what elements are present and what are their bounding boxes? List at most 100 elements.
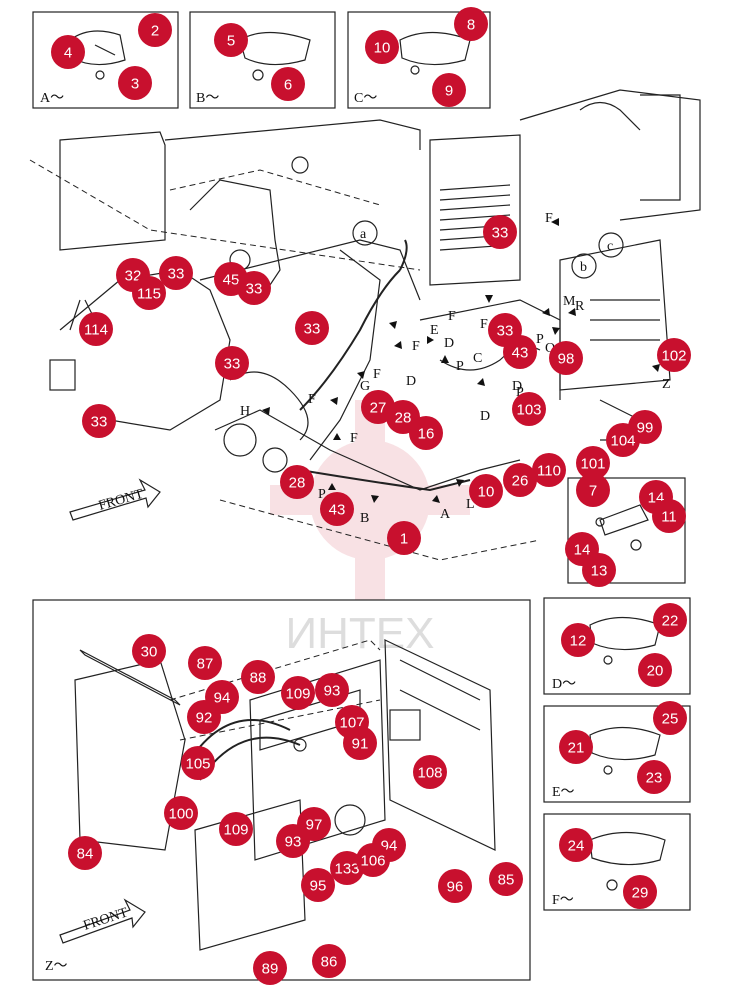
callout-circle: [653, 603, 687, 637]
callout-circle: [253, 951, 287, 985]
callout-43: 43: [503, 335, 537, 369]
callout-25: 25: [653, 701, 687, 735]
callout-number: 92: [196, 710, 213, 727]
callout-number: 22: [662, 613, 679, 630]
callout-102: 102: [657, 338, 691, 372]
letter-p: P: [516, 385, 524, 400]
callout-number: 43: [329, 502, 346, 519]
letter-d: D: [480, 409, 490, 424]
callout-number: 94: [214, 690, 231, 707]
callout-103: 103: [512, 392, 546, 426]
callout-number: 101: [580, 456, 605, 473]
callout-number: 6: [284, 77, 292, 94]
callout-20: 20: [638, 653, 672, 687]
callout-number: 32: [125, 268, 142, 285]
callout-circle: [164, 796, 198, 830]
callout-circle: [438, 869, 472, 903]
callout-circle: [281, 676, 315, 710]
callout-number: 9: [445, 83, 453, 100]
callout-95: 95: [301, 868, 335, 902]
callout-circle: [365, 30, 399, 64]
callout-number: 45: [223, 272, 240, 289]
letter-m: M: [563, 294, 576, 309]
callout-circle: [532, 453, 566, 487]
detail-box-z: FRONT Z～: [32, 599, 531, 981]
detail-box-b: B～: [189, 11, 336, 109]
callout-circle: [118, 66, 152, 100]
callout-circle: [657, 338, 691, 372]
callout-26: 26: [503, 463, 537, 497]
callout-109: 109: [281, 676, 315, 710]
callout-number: 102: [661, 348, 686, 365]
callout-number: 99: [637, 420, 654, 437]
callout-number: 12: [570, 633, 587, 650]
callout-number: 24: [568, 838, 585, 855]
callout-number: 21: [568, 740, 585, 757]
letter-f: F: [373, 367, 381, 382]
callout-circle: [409, 416, 443, 450]
callout-84: 84: [68, 836, 102, 870]
callout-number: 109: [285, 686, 310, 703]
callout-106: 106: [356, 843, 390, 877]
detail-box-c: C～: [347, 11, 491, 109]
callout-number: 5: [227, 33, 235, 50]
callout-number: 27: [370, 400, 387, 417]
callout-24: 24: [559, 828, 593, 862]
callout-circle: [469, 474, 503, 508]
callout-10: 10: [469, 474, 503, 508]
callout-43: 43: [320, 492, 354, 526]
callout-circle: [549, 341, 583, 375]
callout-circle: [356, 843, 390, 877]
detail-box-f: F～: [543, 813, 691, 911]
callout-number: 8: [467, 17, 475, 34]
letter-q: Q: [545, 341, 555, 356]
callout-2: 2: [138, 13, 172, 47]
callout-circle: [68, 836, 102, 870]
callout-number: 10: [374, 40, 391, 57]
callout-circle: [138, 13, 172, 47]
callout-number: 86: [321, 954, 338, 971]
callout-number: 16: [418, 426, 435, 443]
callout-circle: [330, 851, 364, 885]
callout-circle: [295, 311, 329, 345]
callout-circle: [432, 73, 466, 107]
callout-number: 33: [492, 225, 509, 242]
callout-number: 93: [324, 683, 341, 700]
callout-number: 13: [591, 563, 608, 580]
callout-number: 1: [400, 531, 408, 548]
callout-circle: [79, 312, 113, 346]
letter-b: b: [580, 260, 587, 275]
callout-circle: [51, 35, 85, 69]
callout-number: 133: [334, 861, 359, 878]
detail-label-c: C～: [354, 91, 377, 106]
callout-number: 29: [632, 885, 649, 902]
callout-109: 109: [219, 812, 253, 846]
letter-l: L: [466, 497, 475, 512]
callout-circle: [271, 67, 305, 101]
callout-circle: [82, 404, 116, 438]
callout-number: 33: [224, 356, 241, 373]
callout-number: 89: [262, 961, 279, 978]
letter-d: D: [406, 374, 416, 389]
detail-label-d: D～: [552, 677, 576, 692]
callout-number: 109: [223, 822, 248, 839]
callout-circle: [623, 875, 657, 909]
callout-number: 108: [417, 765, 442, 782]
callout-circle: [132, 634, 166, 668]
callout-87: 87: [188, 646, 222, 680]
callout-number: 110: [537, 463, 561, 480]
detail-box-e: E～: [543, 705, 691, 803]
callout-circle: [483, 215, 517, 249]
callout-33: 33: [295, 311, 329, 345]
callout-number: 85: [498, 872, 515, 889]
callout-96: 96: [438, 869, 472, 903]
callout-115: 115: [132, 276, 166, 310]
callout-133: 133: [330, 851, 364, 885]
callout-circle: [219, 812, 253, 846]
letter-h: H: [240, 404, 250, 419]
letter-f: F: [350, 431, 358, 446]
callout-circle: [638, 653, 672, 687]
callout-89: 89: [253, 951, 287, 985]
